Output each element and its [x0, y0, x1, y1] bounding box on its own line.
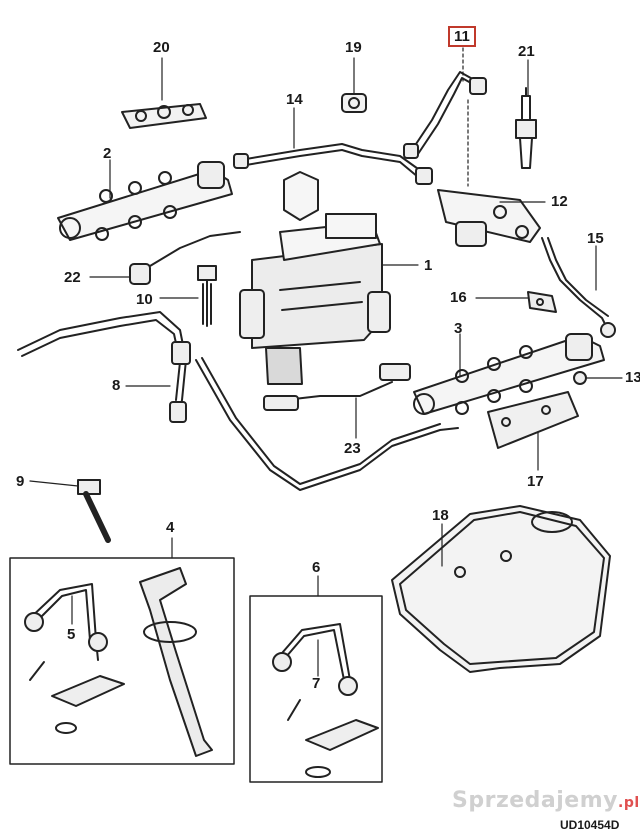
- part-21-glow-plug: [515, 87, 537, 169]
- callout-23: 23: [344, 440, 361, 457]
- part-23-pipe: [195, 357, 459, 491]
- part-11-pressure-pipe: [403, 71, 487, 159]
- callout-18: 18: [432, 507, 449, 524]
- part-22-fitting: [129, 231, 241, 285]
- part-18-engine-cover: [391, 505, 611, 673]
- callout-7: 7: [312, 675, 321, 692]
- callout-6: 6: [312, 559, 321, 576]
- part-2-fuel-rail-left: [57, 161, 233, 241]
- callout-5: 5: [67, 626, 76, 643]
- callout-22: 22: [64, 269, 81, 286]
- callout-13: 13: [625, 369, 640, 386]
- callout-19: 19: [345, 39, 362, 56]
- callout-1: 1: [424, 257, 433, 274]
- callout-12: 12: [551, 193, 568, 210]
- callout-15: 15: [587, 230, 604, 247]
- part-1-injection-pump: [239, 171, 391, 385]
- part-8-leakoff-pipe: [17, 311, 191, 423]
- part-9-injector-bolt: [77, 479, 111, 543]
- part-10-bolt: [197, 265, 217, 327]
- callout-9: 9: [16, 473, 25, 490]
- part-14-pipe: [233, 143, 433, 185]
- callout-21: 21: [518, 43, 535, 60]
- callout-20: 20: [153, 39, 170, 56]
- part-19-clip: [341, 93, 367, 113]
- part-12-pressure-sensor-rail: [437, 189, 541, 247]
- callout-14: 14: [286, 91, 303, 108]
- part-20-clamp: [121, 103, 207, 129]
- callout-16: 16: [450, 289, 467, 306]
- leader-lines: [29, 47, 623, 677]
- part-23-harness: [263, 363, 411, 411]
- callout-10: 10: [136, 291, 153, 308]
- watermark: Sprzedajemy.pl: [452, 788, 640, 813]
- injector-kit-box-6: [249, 595, 383, 783]
- callout-3: 3: [454, 320, 463, 337]
- part-13-fitting: [573, 371, 587, 385]
- injector-kit-box-4: [9, 557, 235, 765]
- document-code: UD10454D: [560, 818, 620, 832]
- callout-17: 17: [527, 473, 544, 490]
- callout-11: 11: [448, 26, 476, 47]
- part-17-mounting-bracket: [487, 391, 579, 449]
- part-3-fuel-rail-right: [413, 333, 605, 415]
- callout-8: 8: [112, 377, 121, 394]
- part-16-bracket: [527, 291, 557, 313]
- callout-4: 4: [166, 519, 175, 536]
- callout-2: 2: [103, 145, 112, 162]
- part-15-return-pipe: [541, 237, 616, 338]
